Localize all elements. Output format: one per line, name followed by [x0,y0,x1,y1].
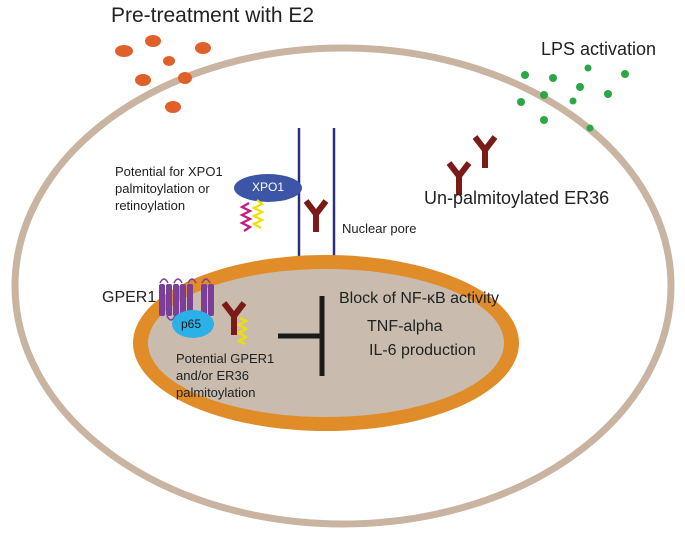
green-dot-icon [576,83,584,91]
inhibition-bar-icon [278,296,325,376]
gper1-note: Potential GPER1 and/or ER36 palmitoylati… [176,350,274,401]
y-receptor-icon [221,301,247,335]
xpo1-protein [234,174,302,202]
xpo1-note: Potential for XPO1 palmitoylation or ret… [115,163,223,214]
xpo1-note-line-3: retinoylation [115,198,186,213]
orange-dot-icon [163,56,175,66]
green-dot-icon [540,116,548,124]
green-dot-icon [540,91,548,99]
gper1-note-line-2: and/or ER36 [176,368,249,383]
lps-dots [517,64,629,132]
tnf-alpha-label: TNF-alpha [367,318,443,335]
green-dot-icon [584,64,592,72]
orange-dot-icon [165,101,181,113]
orange-dot-icon [115,45,133,57]
zigzag-lipid-tail-icon [251,199,265,229]
e2-dots [115,35,211,113]
gper1-label: GPER1 [102,289,157,306]
xpo1-note-line-1: Potential for XPO1 [115,164,223,179]
y-receptor-icon [303,199,329,232]
pretreatment-label: Pre-treatment with E2 [111,4,315,27]
orange-dot-icon [178,72,192,84]
cell-membrane [11,44,675,528]
xpo1-label: XPO1 [252,180,285,194]
green-dot-icon [569,97,577,105]
orange-dot-icon [145,35,161,47]
orange-dot-icon [195,42,211,54]
zigzag-lipid-tail-icon [236,316,249,346]
y-receptor-icon [472,135,498,168]
green-dot-icon [604,90,612,98]
il6-production-label: IL-6 production [369,342,476,359]
gper1-note-line-3: palmitoylation [176,385,256,400]
zigzag-lipid-tail-icon [239,202,253,232]
er36-unpalmitoylated-label: Un-palmitoylated ER36 [424,188,610,208]
green-dot-icon [586,124,594,132]
xpo1-note-line-2: palmitoylation or [115,181,210,196]
orange-dot-icon [135,74,151,86]
nfkb-block-label: Block of NF-κB activity [339,290,500,307]
green-dot-icon [621,70,629,78]
p65-protein [172,310,214,338]
p65-label: p65 [181,317,202,331]
nuclear-pore-label: Nuclear pore [342,221,417,236]
green-dot-icon [521,71,529,79]
nucleoplasm [148,269,504,417]
lps-activation-label: LPS activation [541,39,657,59]
gper1-note-line-1: Potential GPER1 [176,351,275,366]
y-receptor-icon [446,161,472,195]
green-dot-icon [549,74,557,82]
green-dot-icon [517,98,525,106]
